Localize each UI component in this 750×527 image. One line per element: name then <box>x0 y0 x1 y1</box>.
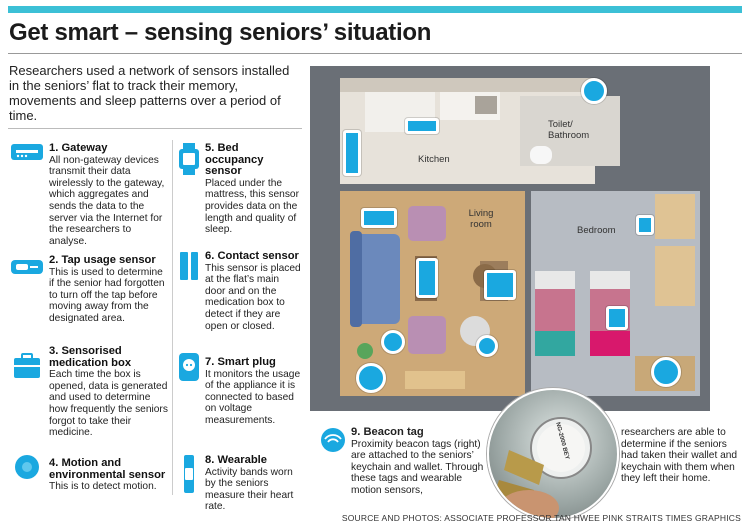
contact-sensor-icon <box>180 252 198 280</box>
marker-motion-toilet <box>581 78 607 104</box>
marker-tap-sensor <box>405 118 439 134</box>
item-medication-box-body: Each time the box is opened, data is gen… <box>49 369 168 439</box>
item-wearable-title: 8. Wearable <box>205 454 267 466</box>
medication-box-icon <box>14 353 40 378</box>
page-title: Get smart – sensing seniors’ situation <box>9 19 432 46</box>
item-motion-sensor-title: 4. Motion and environmental sensor <box>49 457 166 481</box>
item-tap-sensor-body: This is used to determine if the senior … <box>49 266 165 324</box>
marker-kitchen-sensor <box>343 130 361 176</box>
item-wearable: 8. Wearable Activity bands worn by the s… <box>205 454 303 513</box>
item-wearable-body: Activity bands worn by the seniors measu… <box>205 466 294 513</box>
intro-text: Researchers used a network of sensors in… <box>9 63 290 123</box>
beacon-body-right: researchers are able to determine if the… <box>621 427 738 485</box>
keychain-illustration <box>494 417 592 518</box>
item-medication-box: 3. Sensorised medication box Each time t… <box>49 345 169 439</box>
item-motion-sensor-body: This is to detect motion. <box>49 481 157 493</box>
room-label-bedroom: Bedroom <box>577 225 616 236</box>
smart-plug-icon <box>179 353 199 381</box>
marker-gateway <box>361 208 397 228</box>
item-medication-box-title: 3. Sensorised medication box <box>49 345 132 369</box>
router-icon <box>11 144 43 160</box>
item-gateway-title: 1. Gateway <box>49 142 108 154</box>
room-label-living: Living room <box>468 208 494 230</box>
top-accent-bar <box>8 6 742 13</box>
column-divider <box>172 140 173 495</box>
item-smart-plug-body: It monitors the usage of the appliance i… <box>205 368 301 426</box>
room-label-kitchen: Kitchen <box>418 154 450 165</box>
title-divider <box>8 53 742 54</box>
bed-sensor-icon <box>179 143 199 175</box>
item-contact-sensor: 6. Contact sensor This sensor is placed … <box>205 250 301 332</box>
marker-medication-box <box>484 270 516 300</box>
source-credit: SOURCE AND PHOTOS: ASSOCIATE PROFESSOR T… <box>341 513 741 523</box>
marker-motion-living <box>356 363 386 393</box>
tap-sensor-icon <box>11 260 43 274</box>
floor-plan <box>310 66 710 411</box>
item-contact-sensor-title: 6. Contact sensor <box>205 250 299 262</box>
marker-motion-bedroom <box>651 357 681 387</box>
room-label-toilet: Toilet/ Bathroom <box>548 119 590 141</box>
item-bed-sensor-title: 5. Bed occupancy sensor <box>205 142 264 178</box>
item-gateway: 1. Gateway All non-gateway devices trans… <box>49 142 169 247</box>
item-bed-sensor-body: Placed under the mattress, this sensor p… <box>205 177 299 236</box>
keychain-photo: NG-2000 BEY <box>487 388 619 520</box>
item-motion-sensor: 4. Motion and environmental sensor This … <box>49 457 169 493</box>
beacon-title: 9. Beacon tag <box>351 426 424 438</box>
marker-contact-bedroom <box>636 215 654 235</box>
beacon-description: 9. Beacon tag Proximity beacon tags (rig… <box>351 426 491 497</box>
marker-plug-living <box>476 335 498 357</box>
marker-bed-sensor <box>606 306 628 330</box>
item-smart-plug-title: 7. Smart plug <box>205 356 276 368</box>
marker-smart-plug <box>416 258 438 298</box>
marker-beacon-living <box>381 330 405 354</box>
item-bed-sensor: 5. Bed occupancy sensor Placed under the… <box>205 142 300 236</box>
beacon-body-left: Proximity beacon tags (right) are attach… <box>351 438 484 496</box>
wearable-icon <box>184 455 194 493</box>
beacon-tag-icon <box>321 428 345 452</box>
intro-divider <box>8 128 302 129</box>
motion-sensor-icon <box>15 455 39 479</box>
item-contact-sensor-body: This sensor is placed at the flat’s main… <box>205 262 301 332</box>
item-smart-plug: 7. Smart plug It monitors the usage of t… <box>205 356 301 427</box>
item-tap-sensor: 2. Tap usage sensor This is used to dete… <box>49 254 169 325</box>
item-tap-sensor-title: 2. Tap usage sensor <box>49 254 156 266</box>
item-gateway-body: All non-gateway devices transmit their d… <box>49 154 165 247</box>
